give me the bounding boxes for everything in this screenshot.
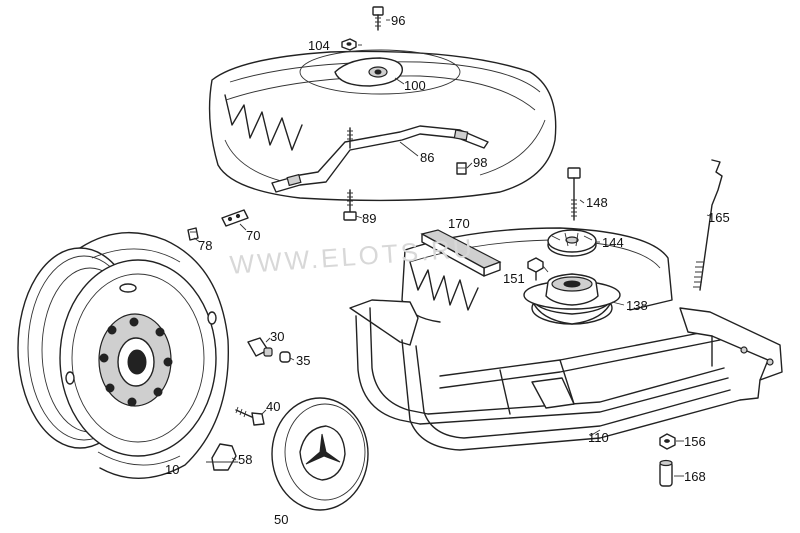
balance-weight-70 bbox=[221, 209, 249, 227]
callout-98: 98 bbox=[473, 155, 487, 170]
callout-10: 10 bbox=[165, 462, 179, 477]
hooked-rod-165 bbox=[693, 159, 723, 291]
callout-50: 50 bbox=[274, 512, 288, 527]
clamp-58 bbox=[206, 443, 238, 471]
steel-wheel-10 bbox=[17, 231, 230, 479]
callout-40: 40 bbox=[266, 399, 280, 414]
star-emblem-icon bbox=[305, 433, 341, 465]
bracket-86 bbox=[271, 125, 489, 193]
wheel-seat-138 bbox=[523, 273, 621, 325]
nut-151 bbox=[527, 257, 544, 281]
callout-165: 165 bbox=[708, 210, 730, 225]
upper-tire-drawing bbox=[208, 49, 557, 202]
callout-168: 168 bbox=[684, 469, 706, 484]
valve-30 bbox=[247, 337, 273, 357]
nut-104 bbox=[341, 38, 357, 51]
callout-110: 110 bbox=[588, 430, 609, 445]
leader-lines bbox=[193, 19, 711, 477]
callout-100: 100 bbox=[404, 78, 426, 93]
watermark-text: WWW.ELOTS.RU bbox=[229, 233, 476, 280]
callout-30: 30 bbox=[270, 329, 284, 344]
callout-78: 78 bbox=[198, 238, 212, 253]
callout-58: 58 bbox=[238, 452, 252, 467]
callout-104: 104 bbox=[308, 38, 330, 53]
callout-70: 70 bbox=[246, 228, 260, 243]
valve-cap-35 bbox=[279, 351, 291, 363]
callout-151: 151 bbox=[503, 271, 525, 286]
washer-disc-144 bbox=[547, 229, 597, 257]
support-plate-100 bbox=[334, 57, 404, 87]
callout-35: 35 bbox=[296, 353, 310, 368]
callout-156: 156 bbox=[684, 434, 706, 449]
callout-138: 138 bbox=[626, 298, 648, 313]
bolt-148 bbox=[567, 167, 581, 221]
callout-96: 96 bbox=[391, 13, 405, 28]
bolt-96 bbox=[372, 6, 384, 31]
hub-cap-50 bbox=[271, 397, 369, 511]
callout-148: 148 bbox=[586, 195, 608, 210]
rubber-pad-170 bbox=[420, 229, 502, 277]
callout-170: 170 bbox=[448, 216, 470, 231]
callout-86: 86 bbox=[420, 150, 434, 165]
nut-98 bbox=[456, 162, 467, 175]
sleeve-168 bbox=[659, 459, 673, 487]
callout-89: 89 bbox=[362, 211, 376, 226]
callout-labels: 96 104 100 86 98 89 148 165 170 144 151 … bbox=[165, 13, 730, 527]
wheel-bolt-40 bbox=[235, 406, 265, 426]
bolt-89 bbox=[343, 189, 357, 221]
clip-78 bbox=[187, 227, 199, 241]
callout-144: 144 bbox=[602, 235, 624, 250]
carrier-frame-110 bbox=[349, 299, 783, 451]
nut-156 bbox=[659, 433, 676, 450]
